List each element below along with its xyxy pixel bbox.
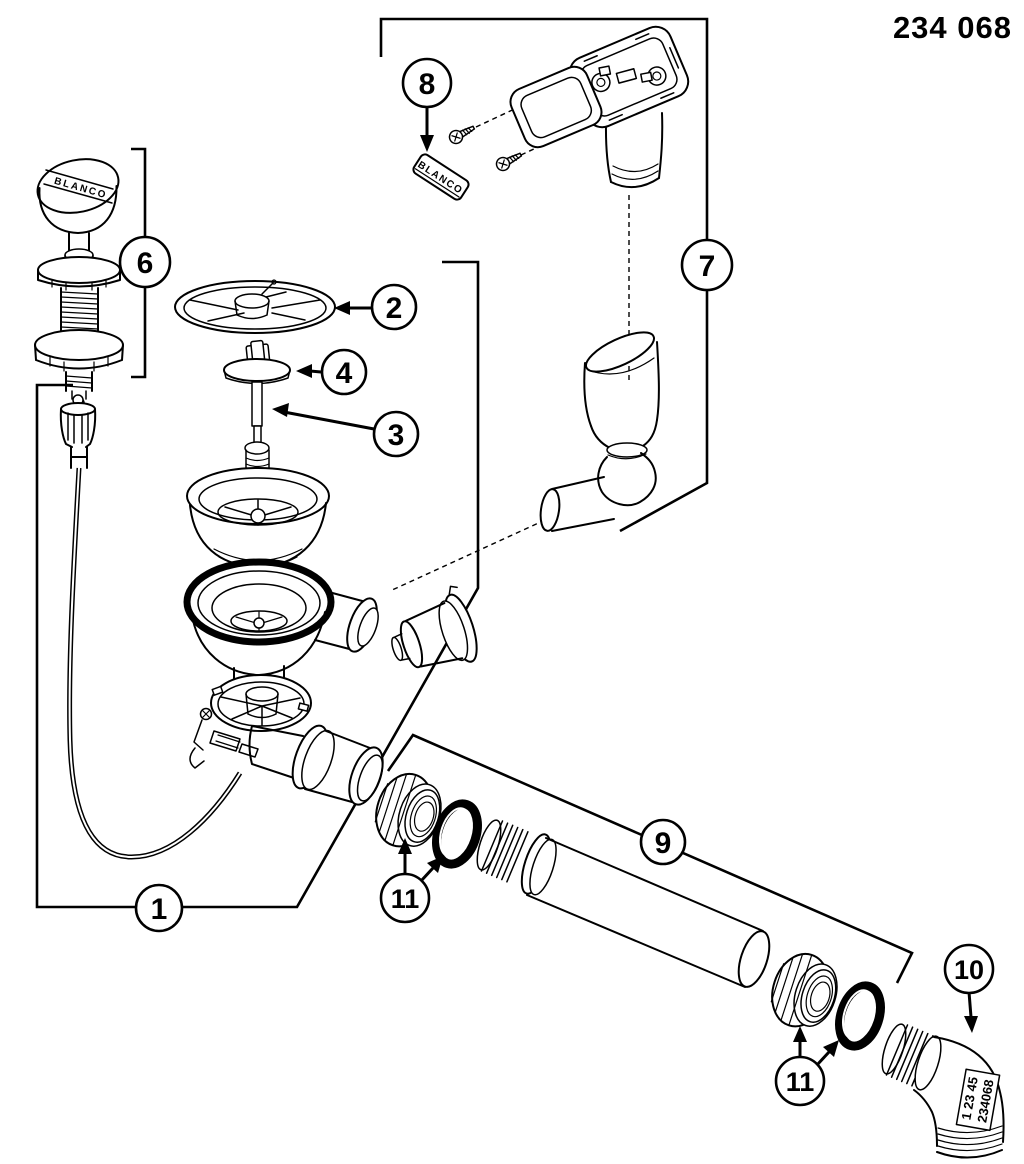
callout-8: 8 <box>401 57 453 109</box>
callout-7: 7 <box>680 238 734 292</box>
arrow-to-seal-1 <box>427 856 443 873</box>
arrow-to-pin-rod <box>272 403 289 417</box>
mounting-plate <box>210 674 312 732</box>
elbow-fitting: 1 23 45 234068 <box>881 1023 1005 1159</box>
arrows <box>272 105 978 1067</box>
callout-6: 6 <box>118 235 172 289</box>
arrow-to-elbow <box>964 1016 978 1033</box>
svg-text:6: 6 <box>137 247 154 280</box>
callout-11b: 11 <box>774 1055 826 1107</box>
outlet-pipe <box>248 724 384 806</box>
screw-1 <box>448 125 476 145</box>
seal-disc <box>174 279 336 334</box>
svg-text:11: 11 <box>391 884 420 914</box>
plug-fitting <box>391 585 478 669</box>
spindle-carrier <box>223 339 291 385</box>
elbow-label-line1: 234068 <box>974 1078 996 1123</box>
bracket-group-7 <box>379 17 709 533</box>
svg-text:10: 10 <box>954 955 984 985</box>
svg-text:7: 7 <box>699 250 716 283</box>
callout-2: 2 <box>370 283 418 331</box>
drawing-part-number: 234 068 <box>893 10 1012 45</box>
drain-gasket-ring <box>183 558 335 646</box>
svg-text:3: 3 <box>388 419 405 452</box>
logo-plate: BLANCO <box>412 153 470 201</box>
cable-wire <box>67 467 243 860</box>
callout-1: 1 <box>134 883 184 933</box>
strainer-basket <box>186 441 330 569</box>
elbow-label-line2: 1 23 45 <box>958 1076 980 1121</box>
arrow-to-logo-plate <box>420 135 434 152</box>
svg-text:4: 4 <box>336 357 353 390</box>
bracket-group-1 <box>35 260 480 909</box>
callout-4: 4 <box>320 348 368 396</box>
svg-text:9: 9 <box>655 827 672 860</box>
elbow-label: 1 23 45 234068 <box>955 1068 1001 1132</box>
pin-rod <box>251 381 263 446</box>
callout-9: 9 <box>639 818 687 866</box>
control-knob-assembly: BLANCO <box>34 158 124 409</box>
seal-ring-2 <box>835 981 885 1051</box>
callout-3: 3 <box>372 410 420 458</box>
union-nut-1 <box>374 772 442 848</box>
svg-text:8: 8 <box>419 68 436 101</box>
overflow-pipe <box>539 331 660 532</box>
arrow-to-seal-disc <box>334 301 350 315</box>
arrow-to-nut-1 <box>398 838 412 854</box>
arrow-to-seal-2 <box>823 1040 839 1057</box>
callout-11a: 11 <box>379 872 431 924</box>
svg-text:1: 1 <box>151 893 168 926</box>
bowden-cable <box>59 394 243 860</box>
extension-pipe <box>476 819 771 988</box>
cable-clamp-mechanism <box>189 707 259 769</box>
arrow-to-nut-2 <box>793 1026 807 1042</box>
svg-text:2: 2 <box>386 292 403 325</box>
seal-ring-1 <box>432 799 482 869</box>
callout-10: 10 <box>943 943 995 995</box>
union-nut-2 <box>770 952 838 1028</box>
overflow-frame-gasket <box>509 65 603 149</box>
arrow-to-spindle-carrier <box>296 364 312 378</box>
screw-2 <box>495 152 523 172</box>
overflow-to-drain-dash <box>389 519 546 592</box>
svg-text:11: 11 <box>786 1067 815 1097</box>
